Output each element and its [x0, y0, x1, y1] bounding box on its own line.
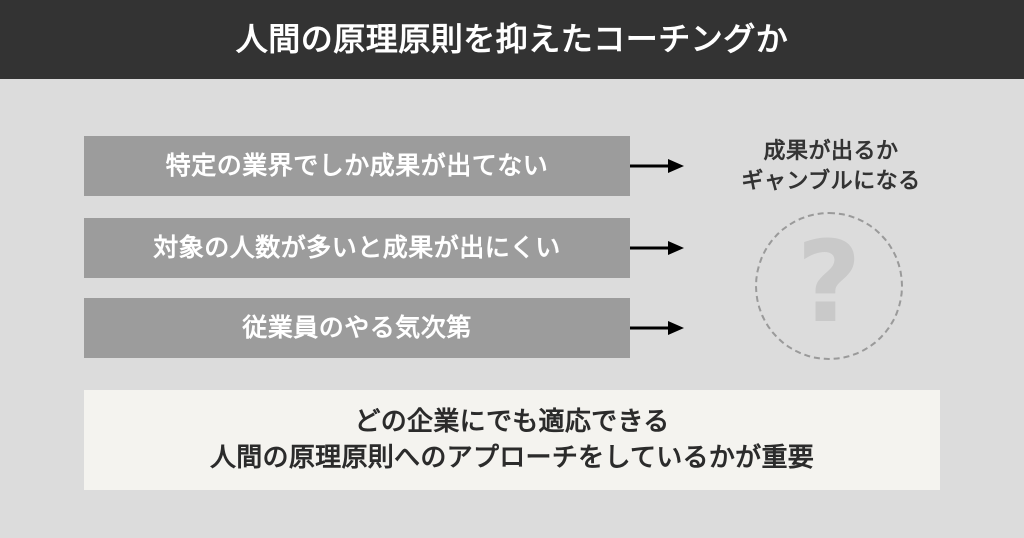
problem-box-1-label: 特定の業界でしか成果が出てない	[165, 151, 549, 180]
outcome-text-line-2: ギャンブルになる	[741, 167, 921, 193]
question-circle: ?	[755, 212, 903, 360]
problem-box-1: 特定の業界でしか成果が出てない	[84, 136, 630, 196]
problem-box-3-label: 従業員のやる気次第	[242, 313, 472, 342]
outcome-text-line-1: 成果が出るか	[763, 138, 899, 163]
conclusion-line-2: 人間の原理原則へのアプローチをしているかが重要	[209, 442, 815, 472]
conclusion-line-1: どの企業にでも適応できる	[354, 406, 670, 437]
page-title: 人間の原理原則を抑えたコーチングか	[235, 20, 789, 57]
question-mark-icon: ?	[796, 218, 862, 348]
problem-box-3: 従業員のやる気次第	[84, 298, 630, 358]
header-bar: 人間の原理原則を抑えたコーチングか	[0, 0, 1024, 79]
arrow-right-icon	[630, 319, 684, 337]
arrow-right-icon	[630, 157, 684, 175]
conclusion-panel: どの企業にでも適応できる 人間の原理原則へのアプローチをしているかが重要	[84, 390, 940, 490]
problem-box-2-label: 対象の人数が多いと成果が出にくい	[153, 233, 561, 262]
outcome-text: 成果が出るか ギャンブルになる	[700, 136, 962, 195]
problem-box-2: 対象の人数が多いと成果が出にくい	[84, 218, 630, 278]
arrow-right-icon	[630, 239, 684, 257]
